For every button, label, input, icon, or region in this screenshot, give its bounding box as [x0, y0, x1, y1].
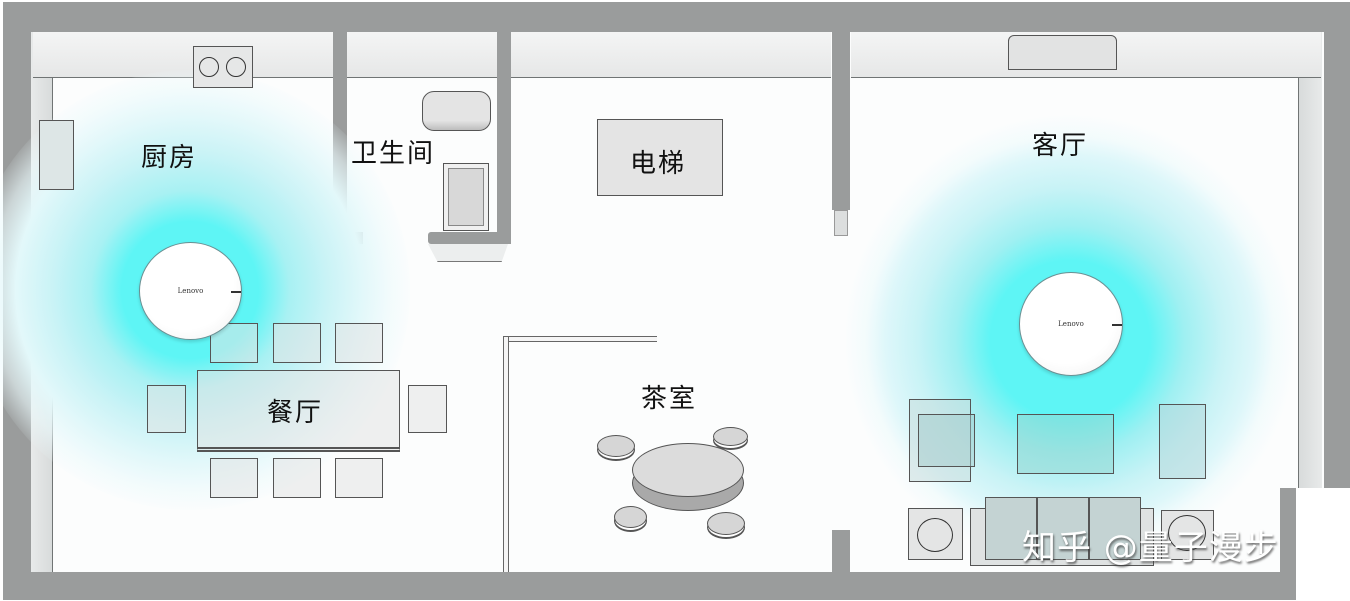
room-label-dining-room: 餐厅 — [267, 398, 324, 428]
bath-top-ledge — [347, 32, 497, 78]
lamp-icon — [1168, 515, 1206, 551]
tea-stool — [707, 512, 745, 535]
tea-stool — [614, 506, 647, 528]
router-brand: Lenovo — [1058, 319, 1084, 328]
room-label-living-room: 客厅 — [1032, 131, 1089, 161]
watermark: 知乎 @量子漫步 — [1022, 528, 1279, 568]
tea-room-wall — [503, 336, 657, 342]
kitchen-bath-wall — [333, 32, 347, 232]
ac-unit — [1008, 35, 1117, 70]
kitchen-top-ledge — [33, 32, 333, 78]
bath-wall-bottom — [428, 232, 511, 244]
side-cabinet — [1159, 404, 1206, 479]
tea-room-wall-vertical — [503, 336, 509, 572]
hall-living-wall-lower — [832, 530, 850, 572]
sofa-cushion — [1089, 497, 1141, 560]
router-living[interactable]: Lenovo — [1019, 272, 1123, 376]
burner-icon — [199, 57, 219, 77]
lamp-icon — [917, 518, 953, 552]
tea-stool — [713, 427, 748, 446]
burner-icon — [226, 57, 246, 77]
dining-table — [197, 370, 400, 452]
dining-chair — [210, 458, 258, 498]
dining-chair — [408, 385, 447, 433]
outer-notch-wall — [1280, 488, 1296, 600]
elevator-box — [597, 119, 723, 196]
bath-wall-bottom-bevel — [428, 244, 508, 262]
tea-table — [632, 443, 744, 511]
sofa-cushion — [1037, 497, 1089, 560]
fridge — [39, 120, 74, 190]
kitchen-wall-left — [31, 232, 104, 244]
right-wall-bevel — [1298, 32, 1322, 488]
room-label-bathroom: 卫生间 — [351, 139, 436, 169]
dining-chair — [147, 385, 186, 433]
shower-inner — [448, 168, 484, 226]
dining-chair — [335, 458, 383, 498]
router-led-icon — [231, 291, 241, 293]
hall-living-wall-cap — [834, 210, 848, 236]
kitchen-wall-right — [242, 232, 363, 244]
hall-living-wall-upper — [832, 32, 850, 210]
outer-notch — [1296, 488, 1350, 601]
room-label-kitchen: 厨房 — [141, 143, 198, 173]
dining-chair — [273, 458, 321, 498]
armchair-seat — [918, 414, 975, 467]
dining-chair — [273, 323, 321, 363]
tea-stool — [597, 435, 635, 457]
sink — [422, 91, 491, 131]
dining-chair — [335, 323, 383, 363]
room-label-tea-room: 茶室 — [641, 384, 698, 414]
armchair — [909, 399, 971, 482]
router-brand: Lenovo — [177, 287, 204, 296]
router-led-icon — [1112, 324, 1122, 326]
tv-cabinet — [1017, 414, 1114, 474]
hall-top-ledge — [511, 32, 831, 78]
sofa-cushion — [985, 497, 1037, 560]
dining-chair — [210, 323, 258, 363]
room-label-elevator: 电梯 — [630, 149, 687, 179]
bath-hall-wall — [497, 32, 511, 242]
left-wall-bevel — [31, 32, 53, 572]
router-dining[interactable]: Lenovo — [139, 242, 242, 340]
